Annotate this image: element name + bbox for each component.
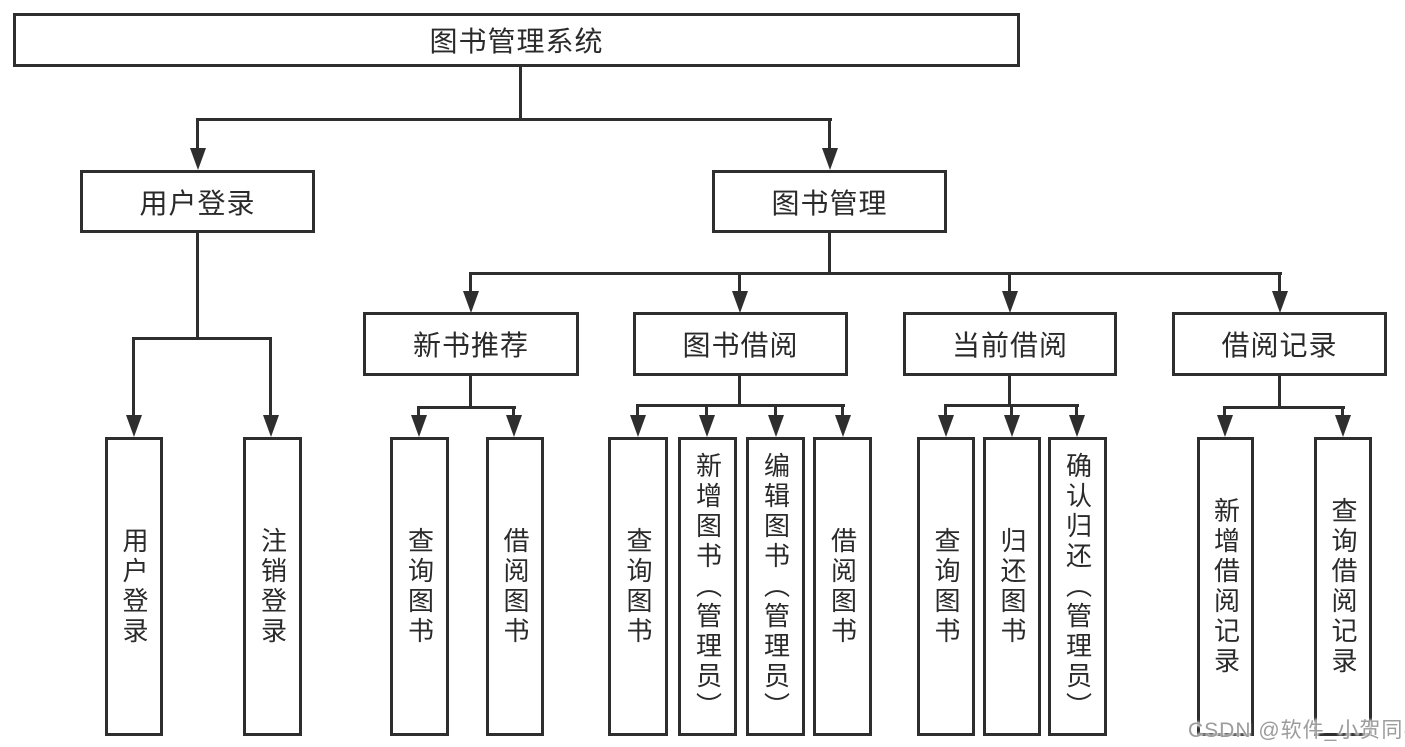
node-cb-confirm-return-admin: 确认归还（管理员）: [1048, 437, 1107, 736]
node-book-borrow-label: 图书借阅: [682, 330, 799, 361]
node-cb-query-books-label: 查询图书: [931, 526, 961, 647]
node-new-book-recommend-label: 新书推荐: [412, 330, 529, 361]
node-bb-edit-books-admin-label: 编辑图书（管理员）: [760, 451, 791, 722]
node-bb-add-books-admin-label: 新增图书（管理员）: [692, 451, 723, 722]
connector-borrow-records-drop: [1278, 272, 1281, 293]
connector-bb-leaf2-drop: [705, 404, 708, 417]
node-cb-confirm-return-admin-label: 确认归还（管理员）: [1062, 451, 1093, 722]
node-cb-return-books: 归还图书: [983, 437, 1041, 736]
node-borrow-records-label: 借阅记录: [1221, 330, 1338, 361]
node-br-add-borrow-record-label: 新增借阅记录: [1210, 496, 1241, 677]
node-ul-logout-label: 注销登录: [257, 526, 288, 647]
arrowhead: [822, 148, 838, 170]
node-bb-query-books: 查询图书: [608, 437, 668, 736]
node-nb-query-books: 查询图书: [390, 437, 449, 736]
arrowhead: [699, 415, 715, 437]
connector-nb-leaf2-drop: [512, 406, 515, 417]
connector-br-leaf2-drop: [1341, 406, 1344, 417]
node-ul-user-login: 用户登录: [105, 437, 163, 736]
node-nb-borrow-books-label: 借阅图书: [500, 526, 530, 647]
connector-new-book-stem: [469, 376, 472, 406]
arrowhead: [938, 415, 954, 437]
node-current-borrow: 当前借阅: [903, 312, 1117, 376]
connector-bb-leaf4-drop: [841, 404, 844, 417]
connector-ul-leaf1-drop: [132, 337, 135, 417]
connector-current-borrow-drop: [1008, 272, 1011, 293]
node-bb-edit-books-admin: 编辑图书（管理员）: [746, 437, 805, 736]
node-borrow-records: 借阅记录: [1172, 312, 1387, 376]
node-book-management: 图书管理: [712, 170, 947, 233]
connector-borrow-records-stem: [1278, 376, 1281, 406]
arrowhead: [1272, 291, 1288, 313]
arrowhead: [1069, 415, 1085, 437]
connector-bb-leaf3-drop: [774, 404, 777, 417]
connector-book-borrow-branch: [636, 404, 845, 407]
connector-nb-leaf1-drop: [417, 406, 420, 417]
connector-new-book-branch: [417, 406, 516, 409]
connector-cb-leaf3-drop: [1075, 404, 1078, 417]
node-new-book-recommend: 新书推荐: [363, 312, 579, 376]
arrowhead: [1335, 415, 1351, 437]
arrowhead: [835, 415, 851, 437]
arrowhead: [463, 291, 479, 313]
connector-new-book-drop: [469, 272, 472, 293]
connector-root-stem: [519, 67, 522, 118]
connector-user-login-drop: [196, 118, 199, 150]
connector-book-management-stem: [828, 233, 831, 272]
connector-user-login-branch: [132, 337, 272, 340]
connector-br-leaf1-drop: [1223, 406, 1226, 417]
node-book-management-label: 图书管理: [771, 187, 888, 219]
connector-user-login-stem: [196, 233, 199, 337]
arrowhead: [126, 415, 142, 437]
connector-bb-leaf1-drop: [636, 404, 639, 417]
connector-borrow-records-branch: [1223, 406, 1345, 409]
node-cb-return-books-label: 归还图书: [997, 526, 1027, 647]
arrowhead: [263, 415, 279, 437]
node-ul-user-login-label: 用户登录: [119, 526, 149, 647]
connector-book-borrow-drop: [738, 272, 741, 293]
node-br-query-borrow-record-label: 查询借阅记录: [1328, 496, 1358, 677]
arrowhead: [506, 415, 522, 437]
connector-ul-leaf2-drop: [269, 337, 272, 417]
node-br-query-borrow-record: 查询借阅记录: [1314, 437, 1372, 736]
arrowhead: [1002, 291, 1018, 313]
node-current-borrow-label: 当前借阅: [951, 330, 1068, 361]
node-library-management-system: 图书管理系统: [13, 13, 1020, 67]
arrowhead: [411, 415, 427, 437]
node-ul-logout: 注销登录: [243, 437, 302, 736]
arrowhead: [1004, 415, 1020, 437]
node-book-borrow: 图书借阅: [633, 312, 848, 376]
connector-book-management-drop: [828, 118, 831, 150]
connector-current-borrow-stem: [1008, 376, 1011, 404]
node-nb-query-books-label: 查询图书: [404, 526, 435, 647]
node-br-add-borrow-record: 新增借阅记录: [1197, 437, 1254, 736]
node-user-login-label: 用户登录: [139, 187, 256, 219]
connector-cb-leaf1-drop: [944, 404, 947, 417]
arrowhead: [1217, 415, 1233, 437]
arrowhead: [630, 415, 646, 437]
node-bb-borrow-books-label: 借阅图书: [827, 526, 858, 647]
node-cb-query-books: 查询图书: [917, 437, 975, 736]
csdn-watermark: CSDN @软件_小贺同学: [1188, 719, 1405, 742]
node-bb-borrow-books: 借阅图书: [813, 437, 872, 736]
node-bb-add-books-admin: 新增图书（管理员）: [678, 437, 737, 736]
node-user-login: 用户登录: [80, 170, 315, 233]
node-bb-query-books-label: 查询图书: [623, 526, 653, 647]
connector-level3-branch: [469, 272, 1282, 275]
arrowhead: [732, 291, 748, 313]
connector-cb-leaf2-drop: [1010, 404, 1013, 417]
connector-book-borrow-stem: [738, 376, 741, 404]
arrowhead: [190, 148, 206, 170]
node-nb-borrow-books: 借阅图书: [486, 437, 544, 736]
node-library-management-system-label: 图书管理系统: [429, 26, 604, 57]
arrowhead: [768, 415, 784, 437]
connector-level2-branch: [196, 118, 832, 121]
